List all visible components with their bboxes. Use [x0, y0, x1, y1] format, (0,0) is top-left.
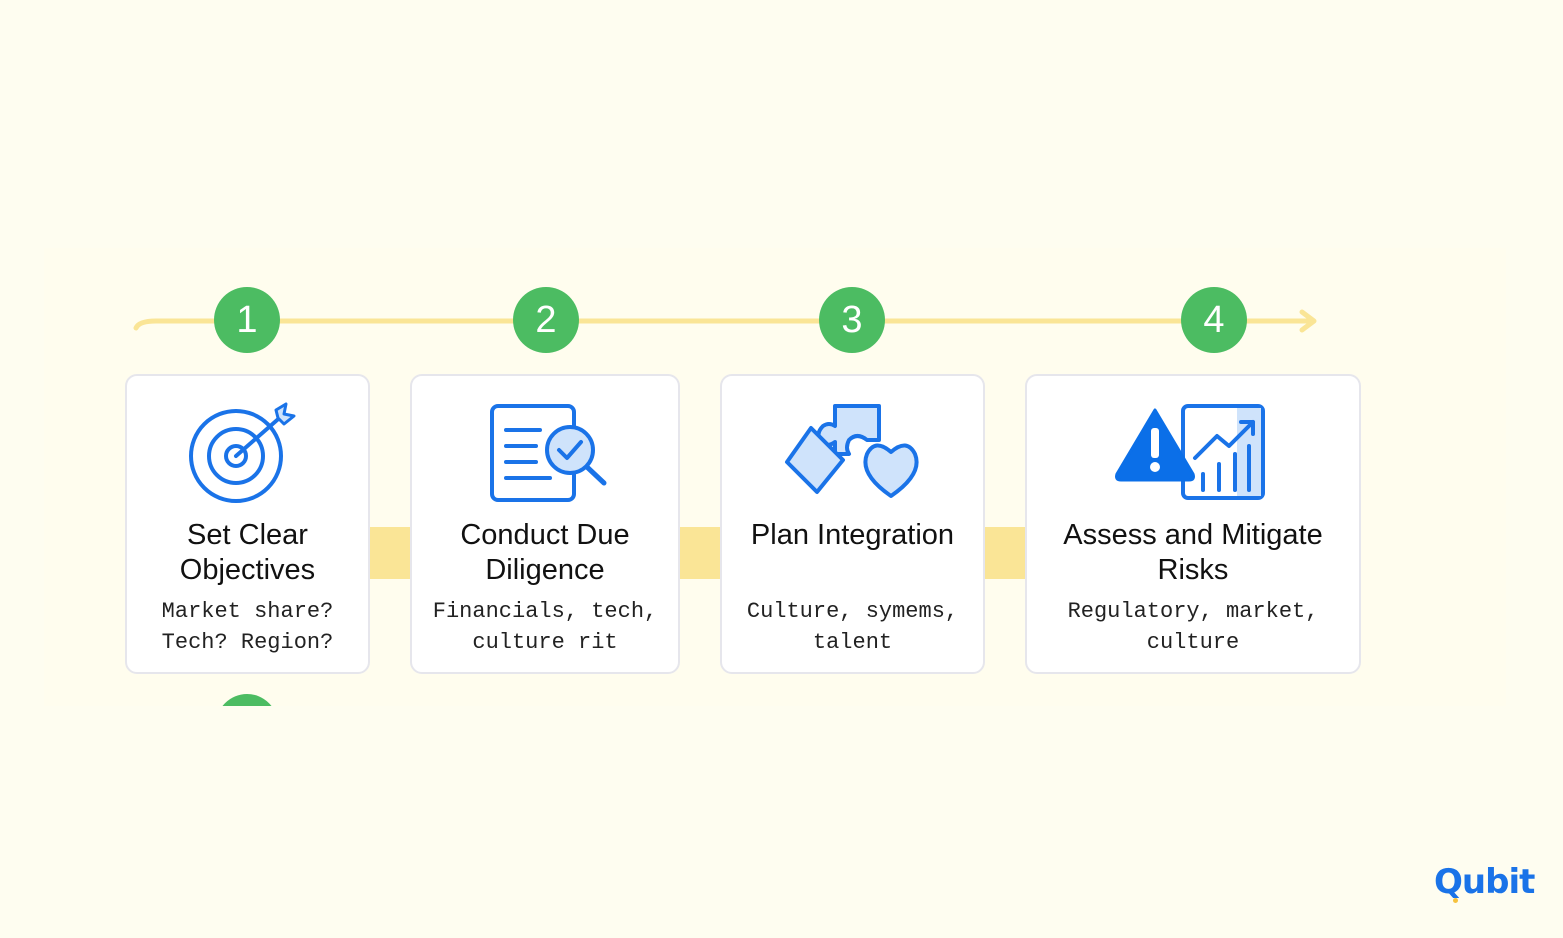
step-3-number: 3 [819, 287, 885, 353]
step-4-card: Assess and Mitigate Risks Regulatory, ma… [1025, 374, 1361, 674]
step-2-card: Conduct Due Diligence Financials, tech, … [410, 374, 680, 674]
brand-logo: Qubit [1434, 862, 1535, 902]
connector-1-2 [370, 527, 410, 579]
connector-3-4 [985, 527, 1025, 579]
puzzle-heart-icon [722, 402, 983, 502]
step-4-number: 4 [1181, 287, 1247, 353]
connector-2-3 [680, 527, 720, 579]
step-4-title: Assess and Mitigate Risks [1063, 519, 1323, 586]
step-1-title: Set Clear Objectives [179, 519, 316, 586]
step-2-title: Conduct Due Diligence [460, 519, 630, 586]
document-magnifier-icon [412, 402, 678, 502]
step-2-description: Financials, tech, culture rit [432, 599, 658, 655]
step-1-description: Market share? Tech? Region? [161, 599, 334, 655]
step-3-card: Plan Integration Culture, symems, talent [720, 374, 985, 674]
step-4-description: Regulatory, market, culture [1067, 599, 1319, 655]
brand-logo-dot [1453, 898, 1458, 903]
step-2-number: 2 [513, 287, 579, 353]
target-arrow-icon [127, 402, 368, 503]
warning-chart-icon [1027, 402, 1359, 502]
timeline-arrow [133, 309, 1317, 333]
step-1-card: Set Clear Objectives Market share? Tech?… [125, 374, 370, 674]
step-3-title: Plan Integration [750, 519, 955, 551]
step-3-description: Culture, symems, talent [746, 599, 959, 655]
process-diagram: 1 2 3 4 Set Clear Objectives Market shar… [44, 248, 1506, 706]
step-1-number: 1 [214, 287, 280, 353]
